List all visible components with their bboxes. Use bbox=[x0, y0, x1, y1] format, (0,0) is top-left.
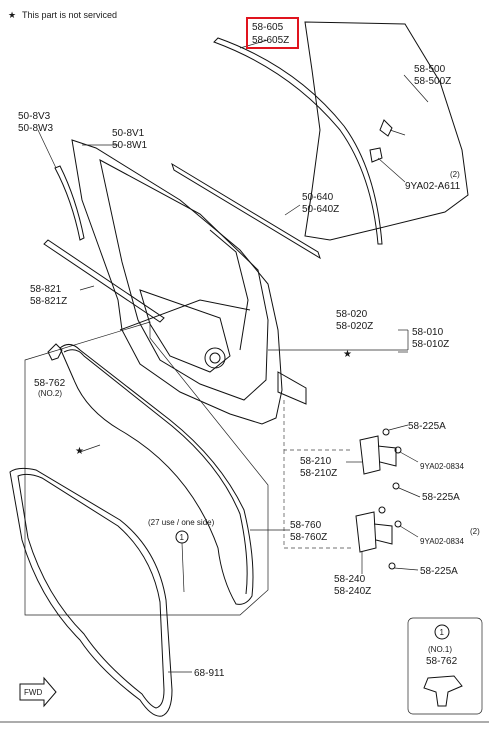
svg-text:58-240Z: 58-240Z bbox=[334, 586, 371, 597]
svg-text:50-8W3: 50-8W3 bbox=[18, 123, 53, 134]
not-serviced-star-icon: ★ bbox=[343, 349, 352, 360]
highlight-box bbox=[246, 17, 299, 49]
svg-text:9YA02-0834: 9YA02-0834 bbox=[420, 537, 464, 546]
label-68-911: 68-911 bbox=[194, 668, 225, 679]
svg-text:1: 1 bbox=[180, 533, 185, 542]
upper-hinge bbox=[359, 435, 381, 475]
svg-text:58-010Z: 58-010Z bbox=[412, 339, 449, 350]
svg-text:9YA02-A611: 9YA02-A611 bbox=[405, 181, 461, 192]
svg-text:1: 1 bbox=[440, 628, 445, 637]
label-9ya02-0834-2: (2) bbox=[470, 527, 480, 536]
lower-hinge bbox=[355, 511, 377, 553]
note-text: This part is not serviced bbox=[22, 10, 117, 20]
label-58-225a-3: 58-225A bbox=[420, 566, 458, 577]
label-58-500: 58-500 bbox=[414, 64, 446, 75]
label-9ya02-0834-1: 9YA02-0834 bbox=[420, 462, 464, 471]
svg-text:58-020Z: 58-020Z bbox=[336, 321, 373, 332]
note-star-icon: ★ bbox=[8, 10, 16, 20]
inset-box bbox=[407, 617, 483, 715]
label-27-use-note: (27 use / one side) bbox=[148, 518, 215, 527]
svg-text:58-500Z: 58-500Z bbox=[414, 76, 451, 87]
svg-text:58-210Z: 58-210Z bbox=[300, 468, 337, 479]
svg-text:(NO.2): (NO.2) bbox=[38, 389, 62, 398]
door-weatherstrip bbox=[59, 344, 254, 605]
label-58-240: 58-240 bbox=[334, 574, 366, 585]
svg-text:50-8W1: 50-8W1 bbox=[112, 140, 147, 151]
clip-icon bbox=[47, 343, 63, 361]
sash-seal bbox=[54, 165, 85, 241]
belt-moulding-inner bbox=[43, 239, 165, 323]
label-58-210: 58-210 bbox=[300, 456, 332, 467]
door-panel bbox=[71, 139, 283, 425]
body-weatherstrip bbox=[9, 467, 173, 717]
svg-text:58-821Z: 58-821Z bbox=[30, 296, 67, 307]
inset-clip-icon bbox=[423, 675, 463, 707]
label-50-8v3: 50-8V3 bbox=[18, 111, 51, 122]
weatherstrip-box bbox=[24, 321, 269, 616]
label-58-821: 58-821 bbox=[30, 284, 62, 295]
label-58-010: 58-010 bbox=[412, 327, 444, 338]
label-50-640: 50-640 bbox=[302, 192, 334, 203]
glass-clip-icon bbox=[379, 119, 393, 137]
label-58-020: 58-020 bbox=[336, 309, 368, 320]
label-58-225a-1: 58-225A bbox=[408, 421, 446, 432]
label-58-762: 58-762 bbox=[34, 378, 66, 389]
svg-text:(NO.1): (NO.1) bbox=[428, 645, 452, 654]
door-end-bracket bbox=[277, 371, 307, 405]
label-58-760: 58-760 bbox=[290, 520, 322, 531]
label-9ya02-a611: (2) bbox=[450, 170, 460, 179]
label-58-225a-2: 58-225A bbox=[422, 492, 460, 503]
svg-text:58-760Z: 58-760Z bbox=[290, 532, 327, 543]
label-58-605: 58-605 bbox=[252, 22, 284, 33]
frame-moulding bbox=[213, 37, 383, 245]
svg-text:50-640Z: 50-640Z bbox=[302, 204, 339, 215]
belt-weatherstrip-outer bbox=[171, 162, 321, 260]
label-50-8v1: 50-8V1 bbox=[112, 128, 145, 139]
svg-text:58-762: 58-762 bbox=[426, 656, 458, 667]
svg-text:58-605Z: 58-605Z bbox=[252, 35, 289, 46]
svg-text:FWD: FWD bbox=[24, 688, 42, 697]
not-serviced-star-icon-2: ★ bbox=[75, 446, 84, 457]
fwd-arrow-icon: FWD bbox=[19, 676, 57, 708]
glass-bolt-icon bbox=[369, 147, 383, 163]
